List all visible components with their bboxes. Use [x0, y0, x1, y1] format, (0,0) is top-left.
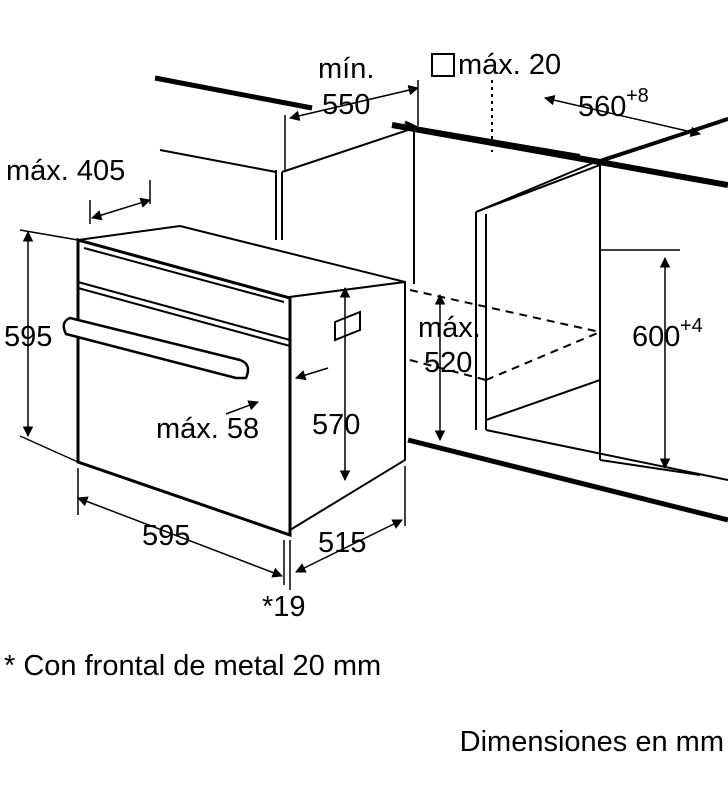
label-max-58: máx. 58	[156, 413, 259, 445]
label-560: 560	[578, 91, 626, 123]
label-570: 570	[312, 409, 360, 441]
footnote-text: * Con frontal de metal 20 mm	[4, 650, 382, 682]
label-front-19: *19	[262, 591, 306, 623]
oven-body	[62, 224, 406, 538]
label-max-520-prefix: máx.	[418, 312, 481, 344]
dimension-lines	[19, 80, 702, 590]
label-595-width: 595	[142, 520, 190, 552]
label-560-tolerance: +8	[626, 85, 649, 107]
label-550: 550	[322, 89, 370, 121]
label-600: 600	[632, 321, 680, 353]
label-max-20: máx. 20	[458, 49, 561, 81]
square-symbol-icon	[431, 53, 455, 77]
units-note: Dimensiones en mm	[459, 726, 724, 758]
label-515: 515	[318, 527, 366, 559]
label-520: 520	[424, 347, 472, 379]
label-600-tolerance: +4	[680, 315, 703, 337]
label-595-height: 595	[4, 321, 52, 353]
label-max-405: máx. 405	[6, 155, 125, 187]
label-min: mín.	[318, 53, 374, 85]
